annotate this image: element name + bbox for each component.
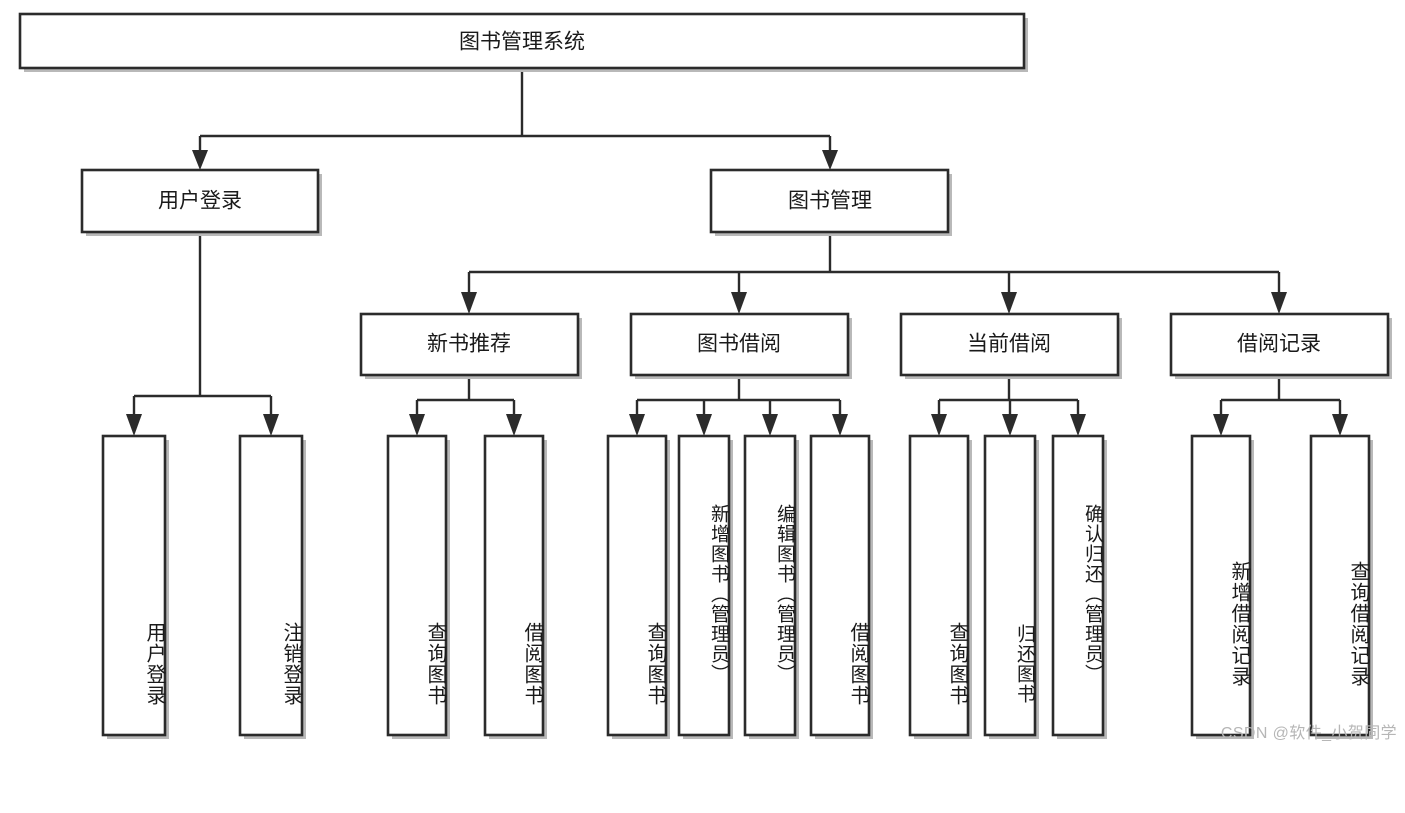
- node-current-borrow-label: 当前借阅: [967, 333, 1051, 356]
- node-new-book-recommend-label: 新书推荐: [427, 333, 511, 356]
- hierarchy-diagram: 图书管理系统 用户登录 图书管理 新书推荐: [18, 12, 1392, 739]
- node-leaf-query-book-borrow[interactable]: [606, 434, 670, 739]
- edge-newbook-to-leaves: [409, 375, 522, 436]
- node-leaf-edit-book[interactable]: [743, 434, 799, 739]
- node-book-manage[interactable]: 图书管理: [709, 168, 952, 236]
- node-user-login[interactable]: 用户登录: [80, 168, 322, 236]
- edge-bookborrow-to-leaves: [629, 375, 848, 436]
- node-book-borrow[interactable]: 图书借阅: [629, 312, 852, 379]
- node-user-login-label: 用户登录: [158, 190, 242, 213]
- node-current-borrow[interactable]: 当前借阅: [899, 312, 1122, 379]
- edge-bookmanage-to-level3: [461, 232, 1287, 314]
- node-root-label: 图书管理系统: [459, 31, 585, 54]
- node-leaf-query-book-rec[interactable]: [386, 434, 450, 739]
- edge-userlogin-to-leaves: [126, 232, 279, 436]
- csdn-watermark: CSDN @软件_小贺同学: [1220, 725, 1397, 742]
- node-book-manage-label: 图书管理: [788, 190, 872, 213]
- node-borrow-record-label: 借阅记录: [1237, 333, 1321, 356]
- node-book-borrow-label: 图书借阅: [697, 333, 781, 356]
- node-borrow-record[interactable]: 借阅记录: [1169, 312, 1392, 379]
- node-leaf-add-book[interactable]: [677, 434, 733, 739]
- node-leaf-user-login[interactable]: [101, 434, 169, 739]
- leaf-boxes: [101, 434, 1373, 739]
- edge-borrowrecord-to-leaves: [1213, 375, 1348, 436]
- node-leaf-query-book-cur[interactable]: [908, 434, 972, 739]
- node-leaf-confirm-return[interactable]: [1051, 434, 1107, 739]
- node-leaf-add-record[interactable]: [1190, 434, 1254, 739]
- node-leaf-return-book[interactable]: [983, 434, 1039, 739]
- node-leaf-query-record[interactable]: [1309, 434, 1373, 739]
- nodes-layer: 图书管理系统 用户登录 图书管理 新书推荐: [18, 12, 1392, 739]
- edge-root-to-level2: [192, 68, 838, 170]
- edge-currentborrow-to-leaves: [931, 375, 1086, 436]
- node-leaf-borrow-book[interactable]: [809, 434, 873, 739]
- node-leaf-borrow-book-rec[interactable]: [483, 434, 547, 739]
- diagram-canvas: 图书管理系统 用户登录 图书管理 新书推荐: [18, 12, 1397, 742]
- node-leaf-logout[interactable]: [238, 434, 306, 739]
- connectors-layer: [126, 68, 1348, 436]
- node-new-book-recommend[interactable]: 新书推荐: [359, 312, 582, 379]
- node-root[interactable]: 图书管理系统: [18, 12, 1028, 72]
